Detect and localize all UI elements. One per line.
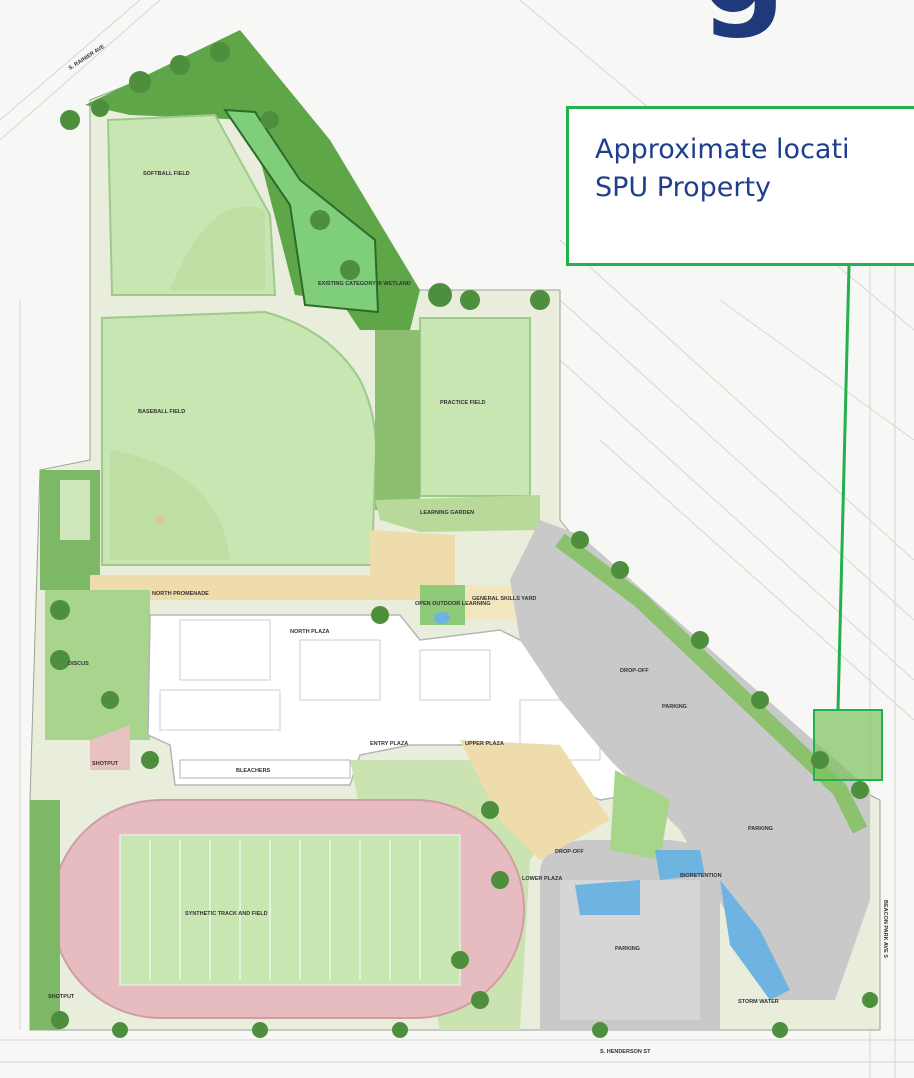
label-parking-2: PARKING <box>748 826 773 832</box>
label-outdoor-learning: OPEN OUTDOOR LEARNING <box>415 601 490 607</box>
label-north-promenade: NORTH PROMENADE <box>152 591 209 597</box>
label-north-plaza: NORTH PLAZA <box>290 629 329 635</box>
practice-field <box>419 317 531 497</box>
label-street-right: BEACON PARK AVE S <box>882 900 888 958</box>
label-entry-plaza: ENTRY PLAZA <box>370 741 408 747</box>
label-shotput-2: SHOTPUT <box>48 994 75 1000</box>
label-softball-field: SOFTBALL FIELD <box>143 171 190 177</box>
courtyard-pond <box>434 612 450 624</box>
label-practice-field: PRACTICE FIELD <box>440 400 486 406</box>
callout-line-1: Approximate locati <box>595 134 850 165</box>
callout-box: Approximate locati SPU Property <box>566 106 914 266</box>
yard-lines <box>149 840 421 980</box>
north-promenade <box>90 575 380 600</box>
courtyard-paving <box>370 530 455 600</box>
label-upper-plaza: UPPER PLAZA <box>465 741 504 747</box>
label-lower-plaza: LOWER PLAZA <box>522 876 562 882</box>
tree-canopy <box>50 42 878 1038</box>
bioretention-pond-2 <box>655 850 705 880</box>
title-fragment: g <box>700 0 780 38</box>
label-street-bottom: S. HENDERSON ST <box>600 1049 651 1055</box>
label-shotput-1: SHOTPUT <box>92 761 119 767</box>
label-bioretention: BIORETENTION <box>680 873 722 879</box>
label-discus: DISCUS <box>68 661 89 667</box>
discus-area <box>45 590 150 740</box>
label-track-field: SYNTHETIC TRACK AND FIELD <box>185 911 268 917</box>
callout-line-2: SPU Property <box>595 172 772 203</box>
east-parking <box>510 520 870 1000</box>
learning-garden <box>375 495 540 532</box>
label-drop-off-1: DROP-OFF <box>620 668 649 674</box>
football-field <box>119 834 461 986</box>
west-court <box>60 480 90 540</box>
softball-infield <box>170 206 265 290</box>
bleachers <box>179 759 351 779</box>
label-existing-wetland: EXISTING CATEGORY III WETLAND <box>318 281 411 287</box>
bioretention-pond-1 <box>575 880 640 915</box>
upper-plaza-paving <box>460 740 610 860</box>
label-drop-off-2: DROP-OFF <box>555 849 584 855</box>
label-skills-yard: GENERAL SKILLS YARD <box>472 596 536 602</box>
spu-property-marker <box>813 709 883 781</box>
baseball-infield <box>110 450 230 560</box>
label-baseball-field: BASEBALL FIELD <box>138 409 185 415</box>
pitcher-mound <box>155 515 165 525</box>
southwest-trees <box>30 800 60 1030</box>
shotput-north <box>90 725 130 770</box>
bioretention-pond-3 <box>720 880 790 1000</box>
practice-field-trees <box>375 330 420 510</box>
label-parking-1: PARKING <box>662 704 687 710</box>
label-stormwater: STORM WATER <box>738 999 779 1005</box>
label-parking-3: PARKING <box>615 946 640 952</box>
label-learning-garden: LEARNING GARDEN <box>420 510 474 516</box>
skills-yard <box>465 585 515 620</box>
east-tree-row <box>555 533 868 834</box>
lawn-east <box>610 770 670 860</box>
label-bleachers: BLEACHERS <box>236 768 271 774</box>
